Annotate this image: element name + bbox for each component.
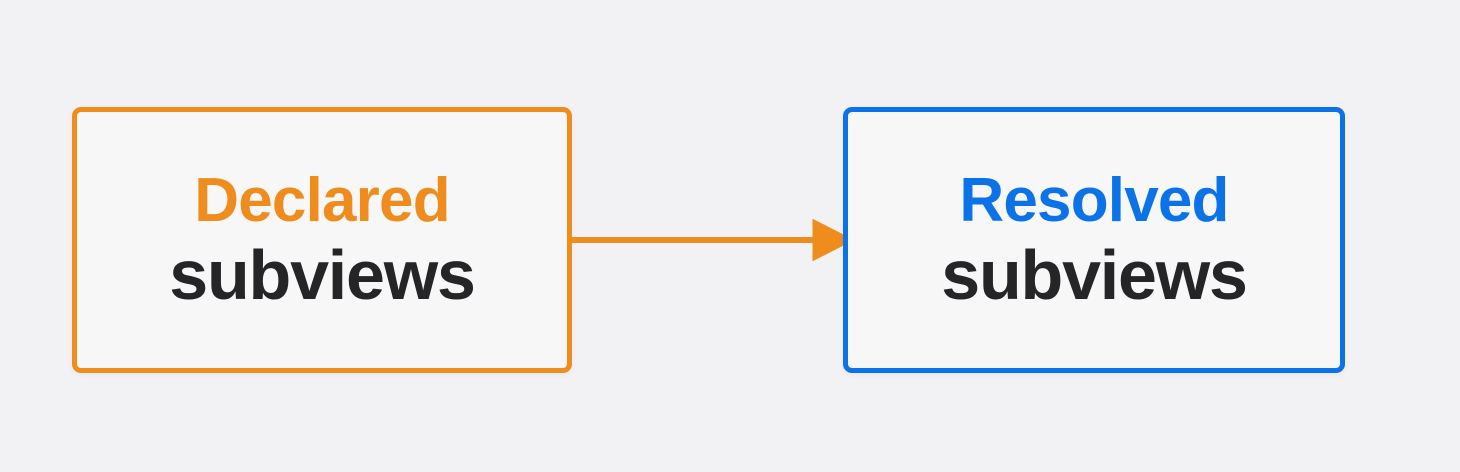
node-declared-title: Declared xyxy=(194,166,450,236)
node-declared-subtitle: subviews xyxy=(169,235,476,314)
arrow-declared-to-resolved-icon xyxy=(568,206,860,276)
node-resolved-subtitle: subviews xyxy=(941,235,1248,314)
node-resolved-subviews[interactable]: Resolved subviews xyxy=(843,107,1345,373)
node-declared-subviews[interactable]: Declared subviews xyxy=(72,107,572,373)
node-resolved-title: Resolved xyxy=(959,166,1229,236)
